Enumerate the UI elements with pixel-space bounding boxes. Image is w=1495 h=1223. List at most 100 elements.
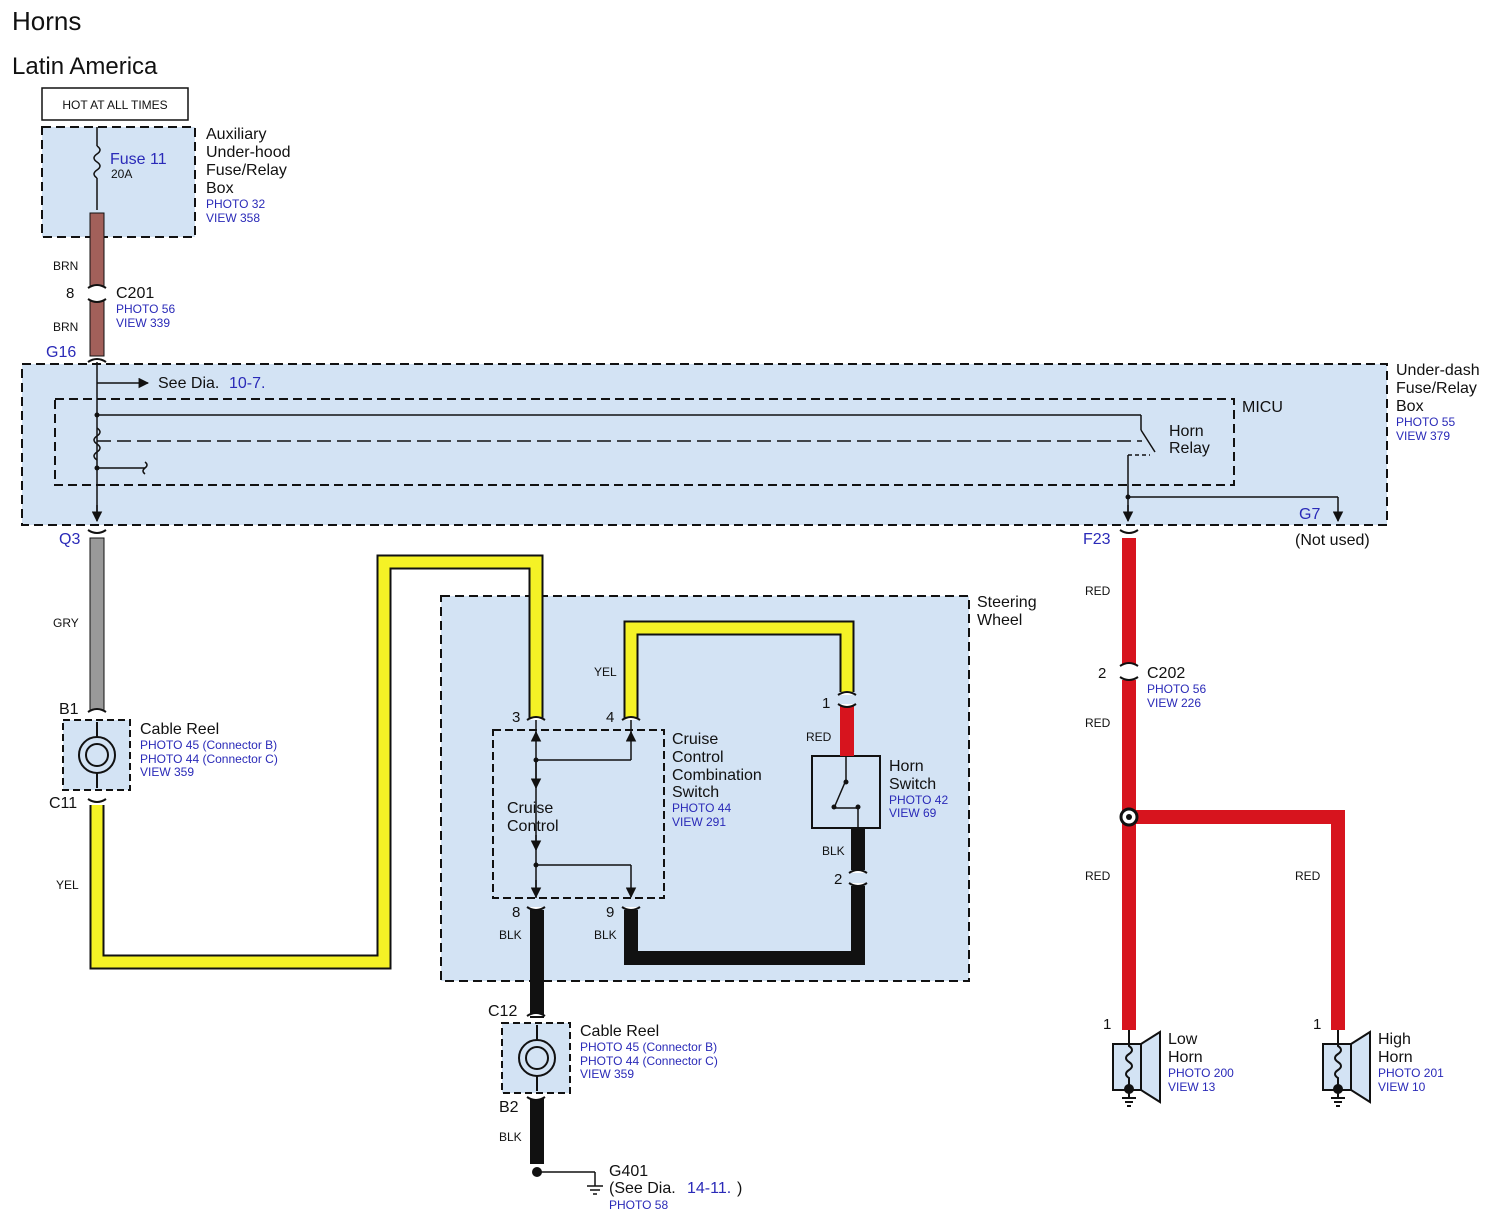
- cruise-switch-box: [492, 729, 665, 899]
- high-horn-name-2: Horn: [1378, 1049, 1413, 1066]
- horn-switch-contact-c: [855, 804, 861, 810]
- low-horn-photo: PHOTO 200: [1168, 1066, 1234, 1080]
- wire-label-gry: GRY: [53, 616, 79, 630]
- wire-label-blk-8: BLK: [499, 928, 522, 942]
- cruise-name-2: Control: [672, 749, 724, 766]
- cable-reel-1-ref1: PHOTO 45 (Connector B): [140, 738, 277, 752]
- cruise-pin-8: 8: [512, 904, 520, 921]
- cable-reel-2-top-pin: C12: [488, 1003, 517, 1020]
- wire-label-red-f23: RED: [1085, 584, 1111, 598]
- c201-photo: PHOTO 56: [116, 302, 175, 316]
- c202-pin: 2: [1098, 665, 1106, 682]
- wire-red-high: [1129, 810, 1345, 1030]
- c201-name: C201: [116, 285, 154, 302]
- underdash-name-3: Box: [1396, 398, 1424, 415]
- horn-switch-photo: PHOTO 42: [889, 793, 948, 807]
- underdash-box: [21, 363, 1388, 526]
- underdash-name-1: Under-dash: [1396, 362, 1480, 379]
- cable-reel-2-ref2: PHOTO 44 (Connector C): [580, 1054, 718, 1068]
- c201-view: VIEW 339: [116, 316, 170, 330]
- low-horn-name-1: Low: [1168, 1031, 1198, 1048]
- aux-box-name-3: Fuse/Relay: [206, 162, 287, 179]
- cable-reel-2-icon: [518, 1025, 556, 1091]
- low-horn-icon: [1112, 1030, 1161, 1107]
- cable-reel-1-ref2: PHOTO 44 (Connector C): [140, 752, 278, 766]
- wire-label-yel-switch: YEL: [594, 665, 617, 679]
- horn-relay-label-2: Relay: [1169, 440, 1210, 457]
- cruise-inner-1: Cruise: [507, 800, 553, 817]
- underdash-photo: PHOTO 55: [1396, 415, 1455, 429]
- underdash-view: VIEW 379: [1396, 429, 1450, 443]
- wire-red-f23: [1122, 538, 1136, 664]
- steering-wheel-name-2: Wheel: [977, 612, 1022, 629]
- cruise-view: VIEW 291: [672, 815, 726, 829]
- power-label-box: [41, 87, 189, 121]
- cruise-pin-9: 9: [606, 904, 614, 921]
- wire-label-red-switch: RED: [806, 730, 832, 744]
- page-subtitle: Latin America: [12, 53, 158, 80]
- pin-g7: G7: [1299, 506, 1320, 523]
- pin-f23: F23: [1083, 531, 1111, 548]
- horn-switch-view: VIEW 69: [889, 806, 937, 820]
- wire-label-red-high: RED: [1295, 869, 1321, 883]
- micu-box: [54, 398, 1235, 486]
- wire-label-red-c202: RED: [1085, 716, 1111, 730]
- wire-red-c202: [1122, 680, 1136, 1030]
- see-dia-label: See Dia.: [158, 375, 219, 392]
- high-horn-name-1: High: [1378, 1031, 1411, 1048]
- horn-relay-label-1: Horn: [1169, 423, 1204, 440]
- g401-name: G401: [609, 1163, 648, 1180]
- cruise-name-1: Cruise: [672, 731, 718, 748]
- wire-label-blk-b2: BLK: [499, 1130, 522, 1144]
- c202-view: VIEW 226: [1147, 696, 1201, 710]
- c202-photo: PHOTO 56: [1147, 682, 1206, 696]
- internal-circuit: [91, 127, 1344, 1195]
- g401-photo: PHOTO 58: [609, 1198, 668, 1212]
- horn-switch-contact-b: [831, 804, 837, 810]
- c202-name: C202: [1147, 665, 1185, 682]
- fuse-rating: 20A: [111, 167, 132, 181]
- wire-label-red-low: RED: [1085, 869, 1111, 883]
- wire-blk-9: [624, 886, 865, 965]
- cruise-node-2: [533, 862, 539, 868]
- cable-reel-2-name: Cable Reel: [580, 1023, 659, 1040]
- high-horn-pin: 1: [1313, 1016, 1321, 1033]
- aux-box-name-1: Auxiliary: [206, 126, 266, 143]
- pin-q3: Q3: [59, 531, 80, 548]
- cruise-photo: PHOTO 44: [672, 801, 731, 815]
- see-dia-ref[interactable]: 10-7.: [229, 375, 265, 392]
- aux-box-name-2: Under-hood: [206, 144, 291, 161]
- not-used-label: (Not used): [1295, 532, 1370, 549]
- horn-switch-name-2: Switch: [889, 776, 936, 793]
- underdash-node-1: [94, 412, 100, 418]
- cruise-name-3: Combination: [672, 767, 762, 784]
- wire-label-yel-left: YEL: [56, 878, 79, 892]
- aux-box-name-4: Box: [206, 180, 234, 197]
- underdash-node-3: [1125, 494, 1131, 500]
- wire-label-brn-top: BRN: [53, 259, 78, 273]
- aux-box-photo: PHOTO 32: [206, 197, 265, 211]
- high-horn-photo: PHOTO 201: [1378, 1066, 1444, 1080]
- power-label: HOT AT ALL TIMES: [62, 98, 167, 112]
- wire-blk-b2: [530, 1098, 544, 1164]
- wire-label-blk-9: BLK: [594, 928, 617, 942]
- steering-wheel-name-1: Steering: [977, 594, 1037, 611]
- low-horn-name-2: Horn: [1168, 1049, 1203, 1066]
- cable-reel-2-ref1: PHOTO 45 (Connector B): [580, 1040, 717, 1054]
- cable-reel-1-icon: [78, 722, 116, 788]
- splice-g401: [532, 1167, 542, 1177]
- wire-brn-upper: [89, 212, 105, 287]
- connector-cups: [87, 284, 1139, 1101]
- g401-see-ref[interactable]: 14-11.: [687, 1180, 731, 1197]
- c201-pin: 8: [66, 285, 74, 302]
- cable-reel-2-view: VIEW 359: [580, 1067, 634, 1081]
- wire-blk-8: [530, 910, 544, 1018]
- horn-switch-pin-2: 2: [834, 871, 842, 888]
- fuse-name: Fuse 11: [110, 151, 167, 168]
- g401-see-post: ): [737, 1180, 742, 1197]
- high-horn-view: VIEW 10: [1378, 1080, 1426, 1094]
- wire-gry: [89, 537, 105, 711]
- high-horn-icon: [1322, 1030, 1371, 1107]
- horn-switch-pin-1: 1: [822, 695, 830, 712]
